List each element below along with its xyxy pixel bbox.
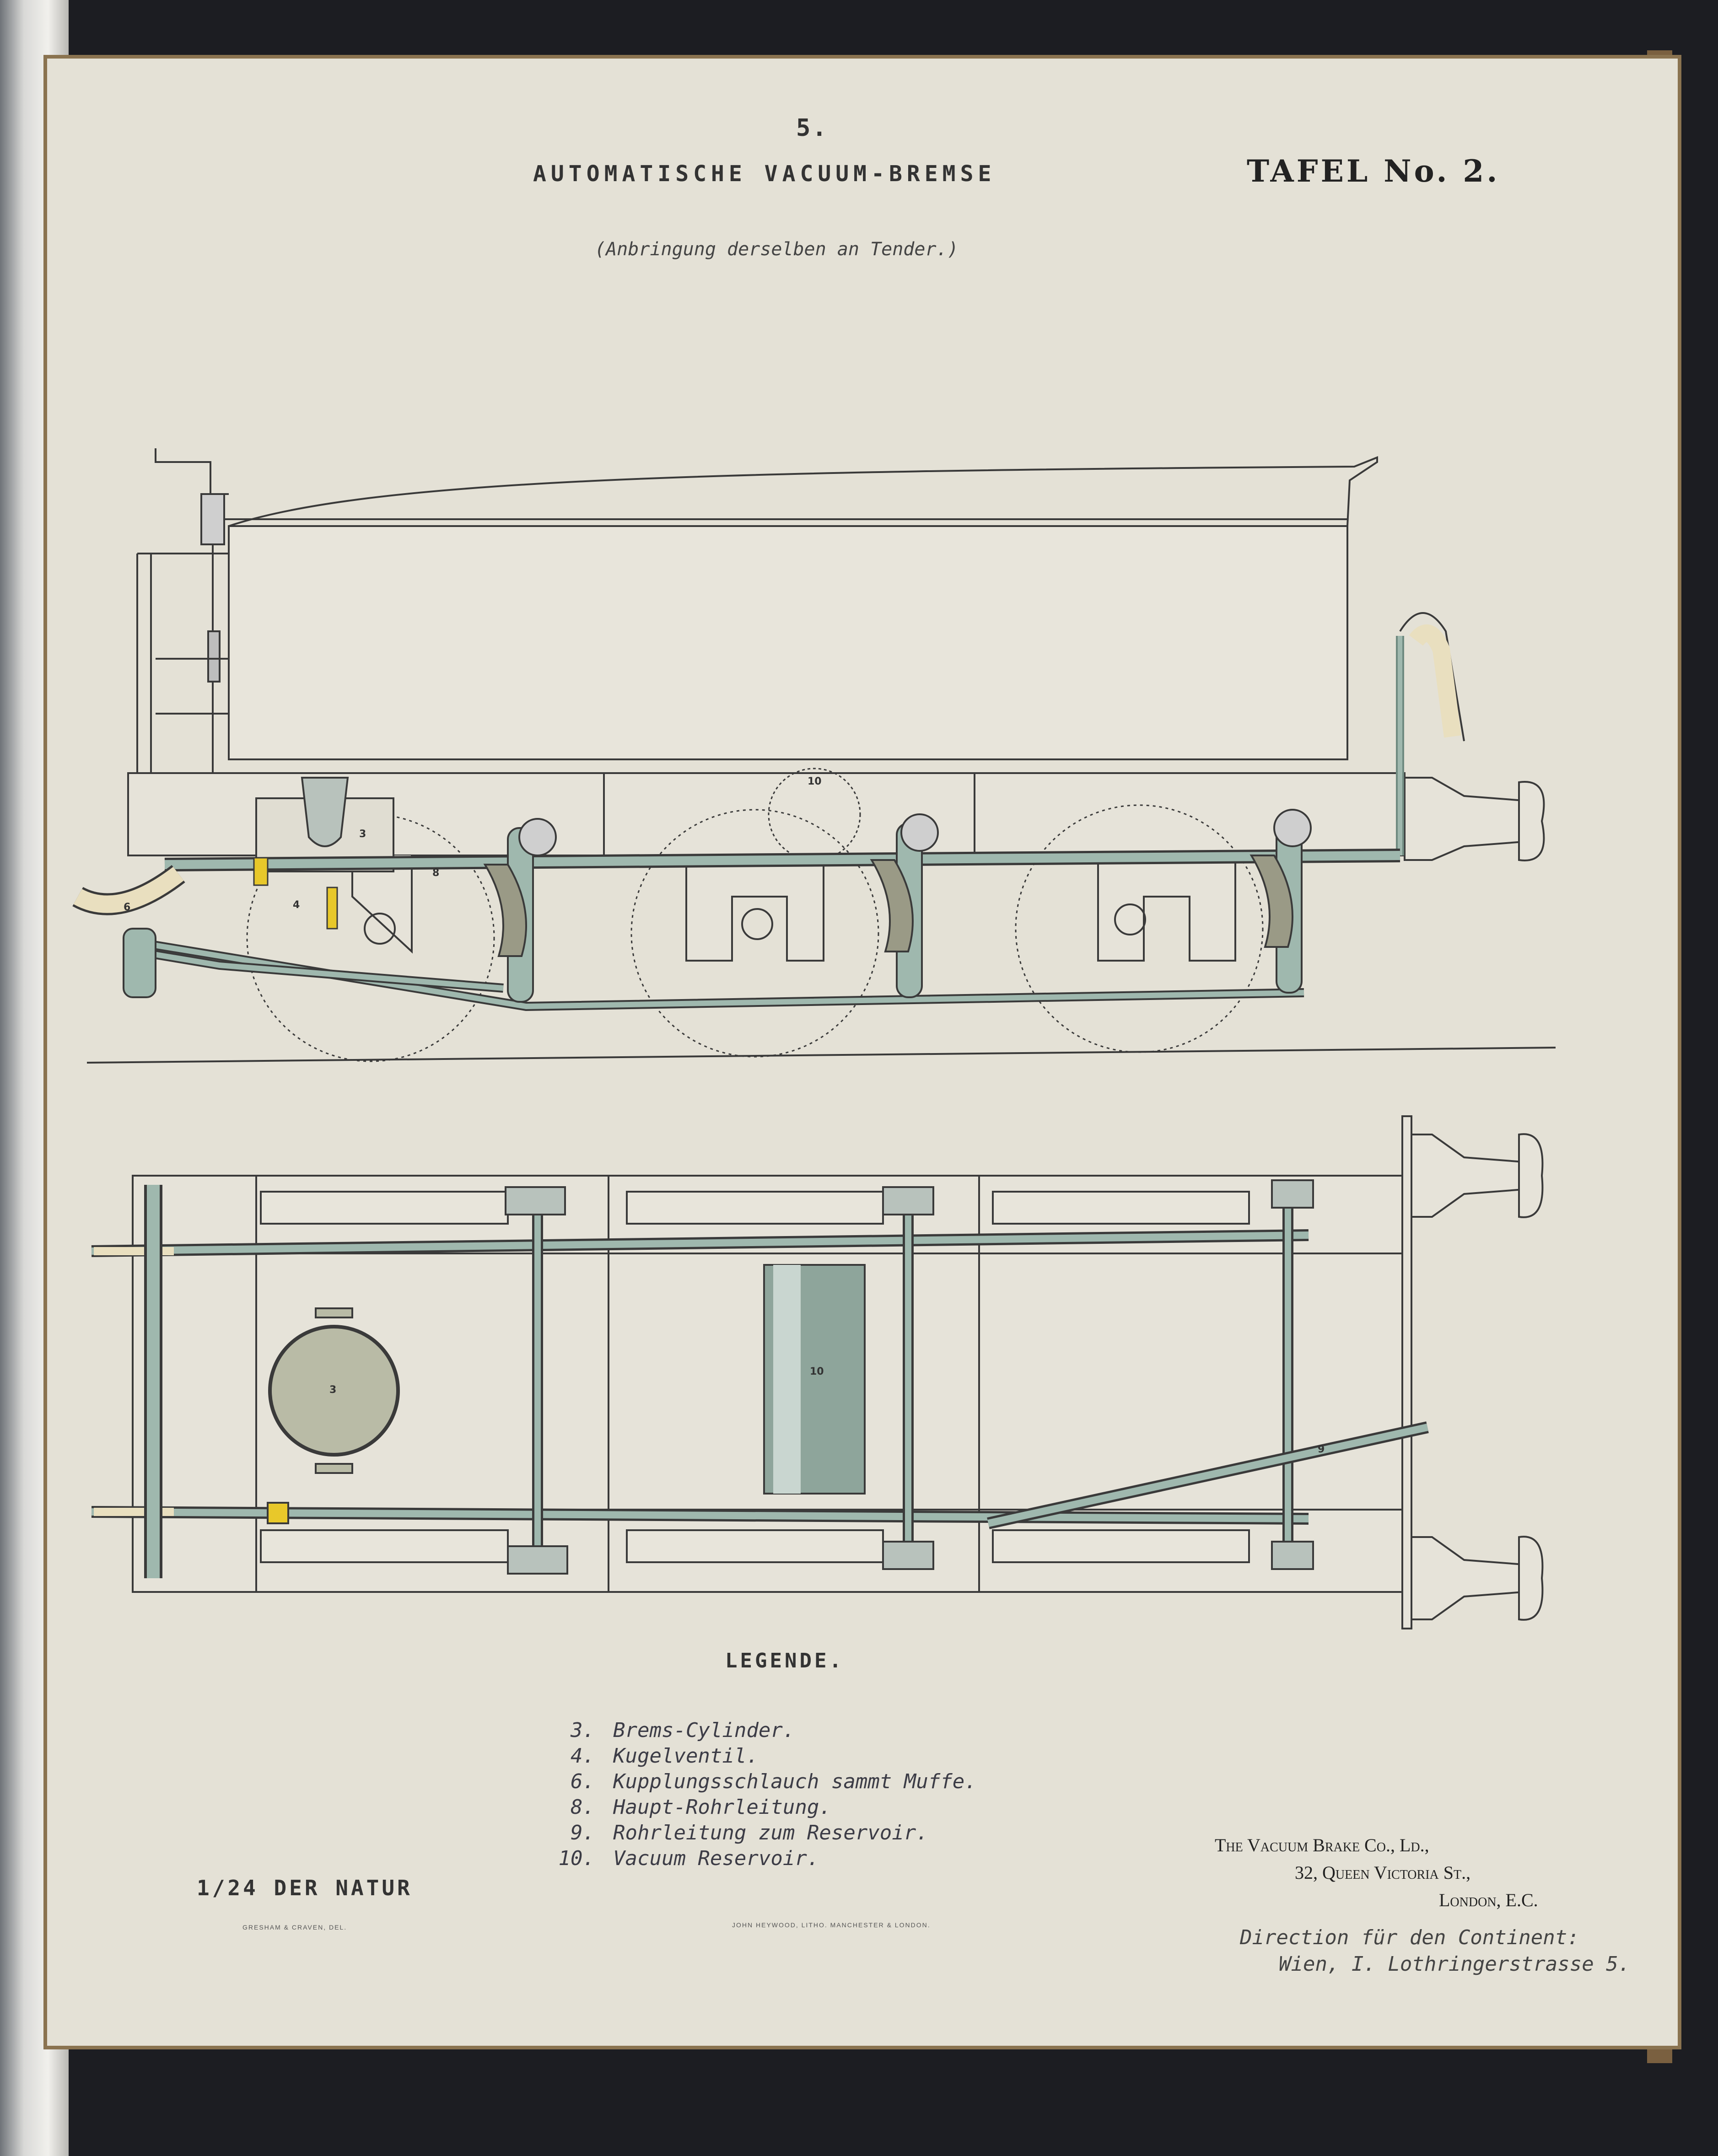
legend-num: 4. <box>571 1744 595 1768</box>
plan-view <box>132 1115 1544 1629</box>
legend-text: Brems-Cylinder. <box>613 1719 795 1742</box>
main-brake-pipe <box>72 849 1400 1011</box>
continent-address: Wien, I. Lothringerstrasse 5. <box>1279 1952 1631 1976</box>
legend-num: 3. <box>571 1719 595 1742</box>
legend-text: Haupt-Rohrleitung. <box>613 1796 831 1819</box>
engraver-credit: GRESHAM & CRAVEN, DEL. <box>242 1924 347 1931</box>
company-city: London, E.C. <box>1439 1890 1538 1910</box>
callout-4-side: 4 <box>293 899 300 911</box>
callout-labels: 3 4 8 10 3 10 9 6 <box>124 776 1325 1455</box>
callout-6-side: 6 <box>124 902 130 913</box>
legend-item: 8. Haupt-Rohrleitung. <box>558 1795 977 1820</box>
callout-10-plan: 10 <box>810 1366 824 1377</box>
legend-item: 10. Vacuum Reservoir. <box>558 1846 977 1871</box>
brake-hangers <box>483 809 1312 1003</box>
legend-text: Vacuum Reservoir. <box>613 1847 819 1870</box>
callout-3-plan: 3 <box>329 1384 336 1396</box>
legend-text: Kupplungsschlauch sammt Muffe. <box>613 1770 977 1793</box>
legend-num: 6. <box>571 1770 595 1793</box>
legend-text: Kugelventil. <box>613 1744 759 1768</box>
callout-3-side: 3 <box>359 828 366 840</box>
lithographer-credit: JOHN HEYWOOD, LITHO. MANCHESTER & LONDON… <box>732 1921 931 1929</box>
scale-note: 1/24 DER NATUR <box>197 1876 413 1900</box>
legend-num: 9. <box>571 1821 595 1844</box>
plate-title: AUTOMATISCHE VACUUM-BREMSE <box>533 161 996 187</box>
continent-direction: Direction für den Continent: <box>1240 1926 1579 1949</box>
legend-heading: LEGENDE. <box>725 1649 844 1672</box>
company-street: 32, Queen Victoria St., <box>1295 1862 1471 1883</box>
plate-number: 5. <box>796 114 829 142</box>
legend-item: 4. Kugelventil. <box>558 1743 977 1769</box>
legend-item: 6. Kupplungsschlauch sammt Muffe. <box>558 1769 977 1795</box>
plate-page <box>43 55 1681 2049</box>
plan-pipes <box>91 1179 1429 1578</box>
legend-item: 9. Rohrleitung zum Reservoir. <box>558 1820 977 1846</box>
callout-9-plan: 9 <box>1318 1444 1325 1455</box>
company-name: The Vacuum Brake Co., Ld., <box>1215 1835 1429 1855</box>
callout-10-side: 10 <box>808 776 822 787</box>
legend-list: 3. Brems-Cylinder. 4. Kugelventil. 6. Ku… <box>558 1718 977 1871</box>
legend-item: 3. Brems-Cylinder. <box>558 1718 977 1743</box>
legend-text: Rohrleitung zum Reservoir. <box>613 1821 928 1844</box>
tafel-number: TAFEL No. 2. <box>1247 153 1500 189</box>
legend-num: 10. <box>558 1847 595 1870</box>
legend-num: 8. <box>571 1796 595 1819</box>
plate-subtitle: (Anbringung derselben an Tender.) <box>595 239 959 260</box>
callout-8-side: 8 <box>432 867 439 879</box>
